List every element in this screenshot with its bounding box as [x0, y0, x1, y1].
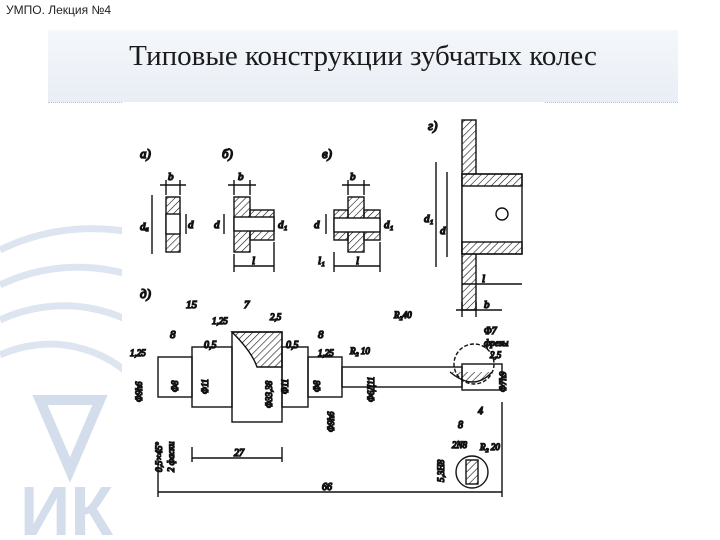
label-g-d1: d₁ [424, 213, 434, 225]
label-f8b: Φ8 [312, 380, 322, 392]
label-f8: Φ8 [170, 380, 180, 392]
slide-title: Типовые конструкции зубчатых колес [129, 40, 597, 72]
label-v-b: b [350, 171, 356, 183]
view-v-gear [325, 180, 381, 272]
svg-text:ИК: ИК [20, 472, 113, 540]
label-f7h9: Φ7h9 [498, 371, 508, 392]
label-r125b: 1,25 [130, 348, 146, 358]
label-d4: 4 [478, 406, 483, 417]
label-frezy: фрезы [484, 338, 508, 348]
label-d27: 27 [234, 448, 245, 459]
label-rz10: R₂ 10 [349, 346, 370, 356]
label-r125c: 1,25 [318, 348, 334, 358]
label-b-b: b [238, 171, 244, 183]
gear-drawing-svg: а) b dₐ d б) [129, 117, 523, 497]
label-a-b: b [168, 171, 174, 183]
label-chamfer2: 2 фаски [166, 441, 176, 472]
label-g-b: b [484, 299, 490, 311]
label-d15: 15 [186, 299, 198, 311]
view-letter-b: б) [222, 146, 233, 161]
label-b-d1: d₁ [278, 219, 288, 231]
view-d-shaft [157, 331, 503, 497]
label-rz20: R₂ 20 [479, 442, 500, 452]
view-b-gear [223, 180, 275, 272]
label-g-l: l [482, 273, 485, 285]
label-f7: Φ7 [484, 326, 498, 337]
view-g-gear [435, 119, 523, 317]
view-letter-d: д) [140, 286, 151, 301]
label-2n8: 2N8 [452, 440, 468, 450]
label-d8c: 8 [458, 420, 463, 431]
label-rz40: R₂40 [393, 310, 412, 320]
label-f611: Φ6Д11 [366, 377, 376, 402]
label-r25: 2,5 [270, 312, 282, 322]
view-letter-a: а) [140, 146, 151, 161]
label-f11: Φ11 [200, 379, 210, 394]
label-d8b: 8 [318, 329, 324, 341]
label-d7: 7 [244, 299, 250, 311]
label-f9h6: Φ9h6 [134, 381, 144, 402]
view-letter-g: г) [428, 118, 437, 133]
label-b-d: d [214, 219, 220, 231]
label-f333: Φ33,38 [264, 380, 274, 408]
label-a-d: d [188, 219, 194, 231]
label-a-da: dₐ [140, 221, 149, 233]
label-d05: 0,5 [204, 340, 217, 351]
label-53h8: 5,3Н8 [436, 459, 446, 482]
label-chamfer: 0,5×45° [154, 442, 164, 472]
label-d05b: 0,5 [286, 340, 299, 351]
label-f9h6b: Φ9h6 [326, 411, 336, 432]
engineering-drawing: а) b dₐ d б) [122, 102, 544, 540]
label-b-l: l [252, 255, 255, 267]
label-v-d1: d₁ [384, 219, 394, 231]
header-label: УМПО. Лекция №4 [6, 3, 111, 17]
view-letter-v: в) [322, 146, 332, 161]
view-a-gear [151, 180, 187, 254]
label-v-l1: l₁ [318, 255, 325, 267]
label-g-d: d [440, 225, 446, 237]
label-v-d: d [314, 219, 320, 231]
label-r25b: 2,5 [490, 350, 502, 360]
label-v-l: l [356, 255, 359, 267]
label-f11b: Φ11 [280, 379, 290, 394]
label-r125: 1,25 [212, 316, 228, 326]
label-d8: 8 [170, 329, 176, 341]
label-d66: 66 [322, 482, 332, 493]
